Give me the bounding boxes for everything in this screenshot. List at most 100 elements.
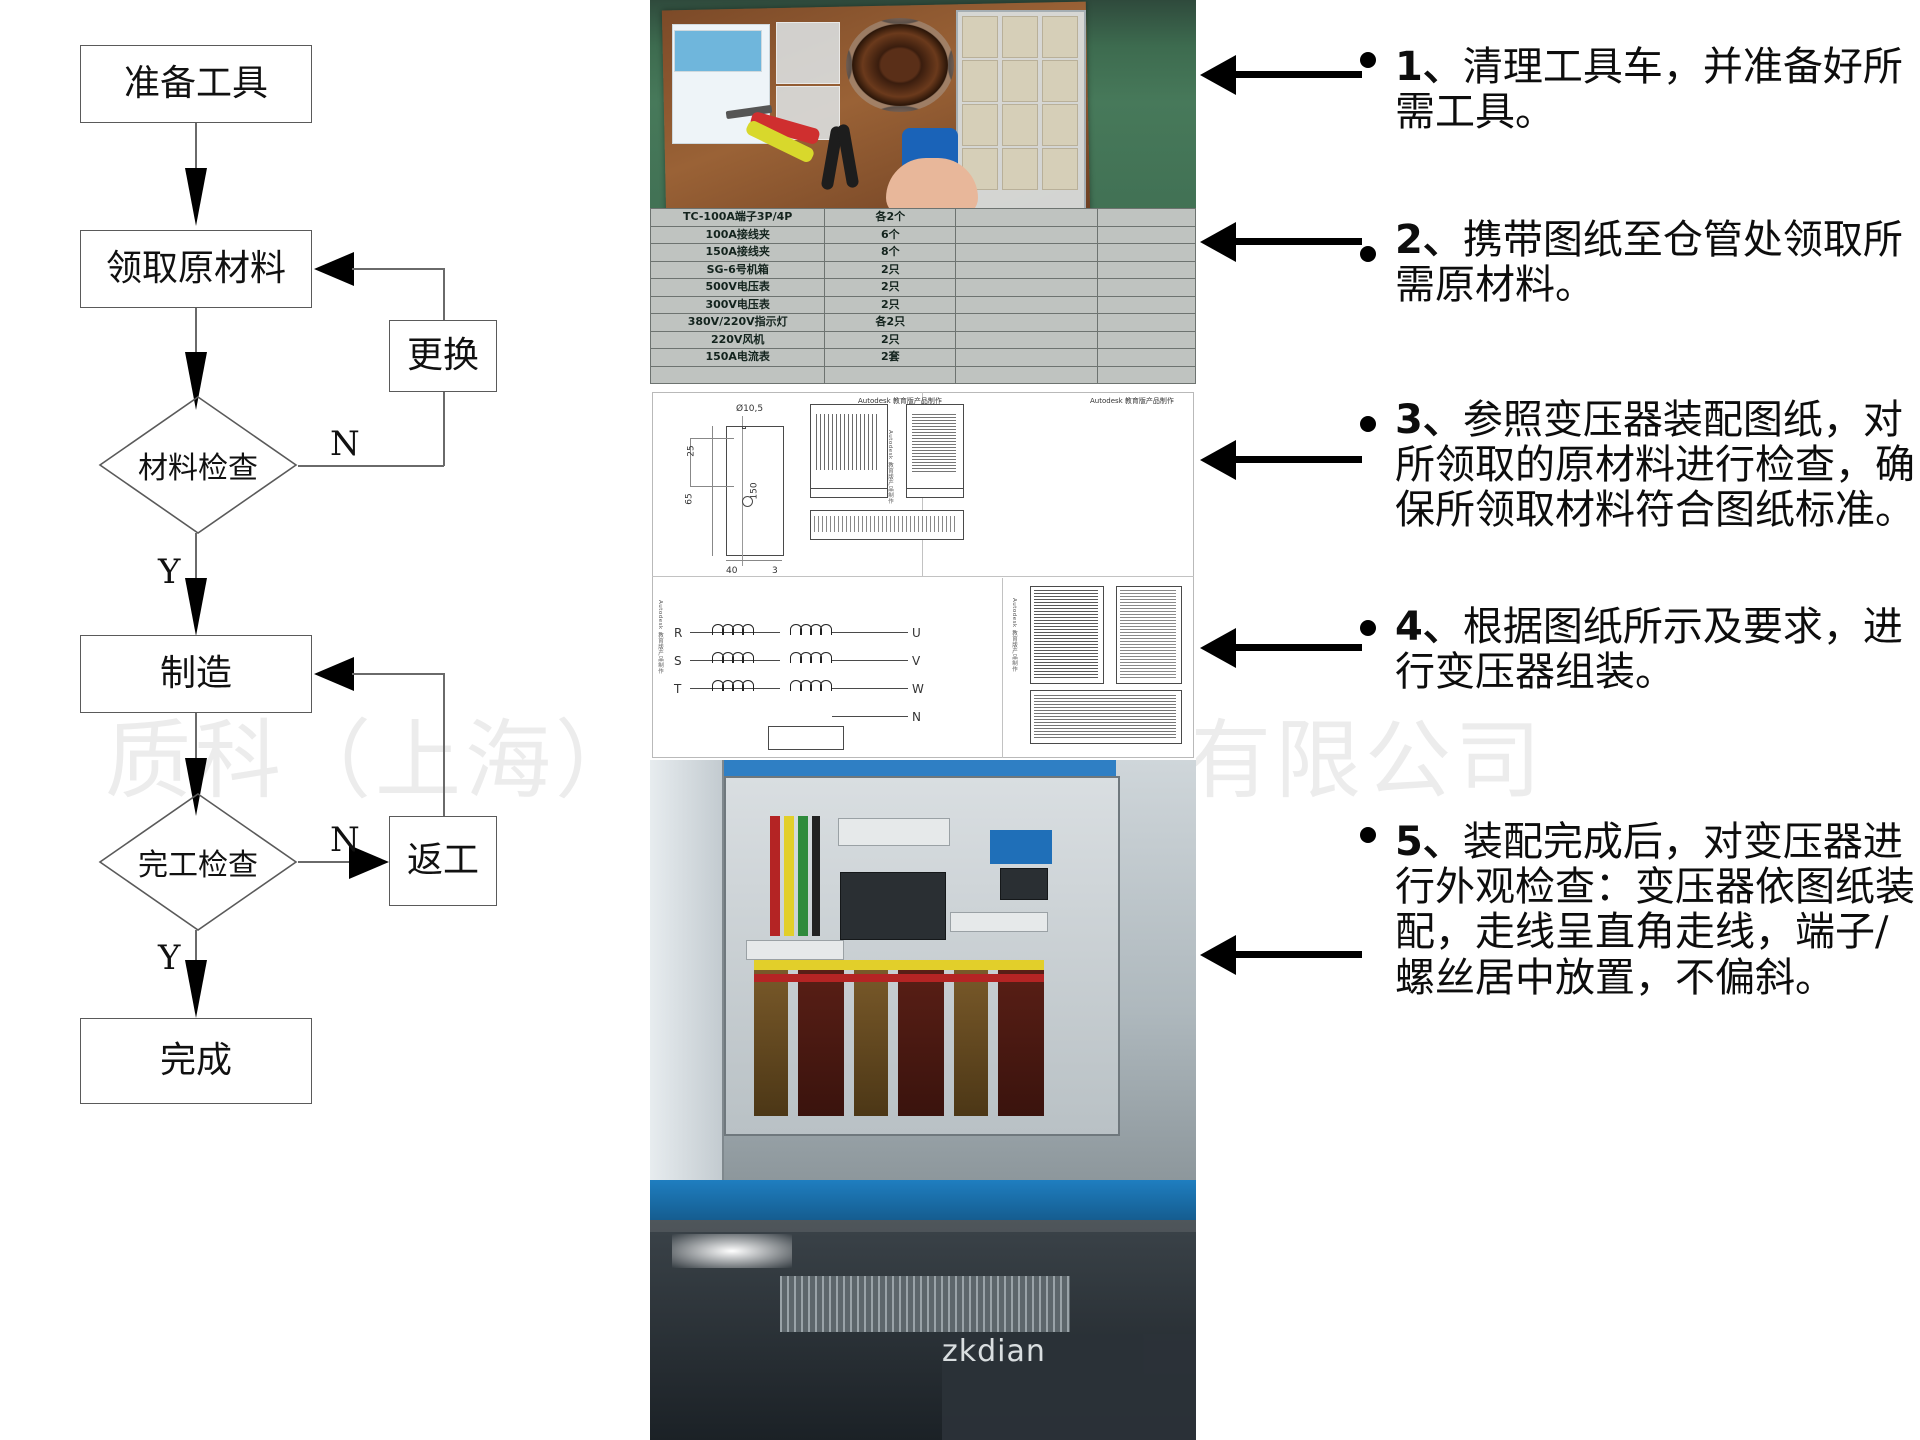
process-flowchart: 准备工具 领取原材料 更换 N 材料检查 [0, 0, 640, 1440]
hand [886, 158, 978, 216]
pointer-arrow-5 [1200, 827, 1390, 975]
edge-replace-to-collect-h [352, 268, 444, 270]
material-item-blank-2 [1096, 348, 1196, 367]
drawing-autodesk-note-right: Autodesk 教育版产品制作 [1011, 598, 1017, 672]
material-item-blank-row [1096, 365, 1196, 384]
schematic-label-n: N [912, 710, 921, 724]
flow-node-complete[interactable]: 完成 [80, 1018, 312, 1104]
instruction-step-3: 3、参照变压器装配图纸，对所领取的原材料进行检查，确保所领取材料符合图纸标准。 [1395, 397, 1915, 534]
material-item-name: 150A电流表 [650, 348, 826, 367]
terminal-row-right [950, 912, 1048, 932]
material-item-name: 500V电压表 [650, 278, 826, 297]
instruction-step-1-index: 1、 [1395, 44, 1463, 90]
contactor-right [1000, 868, 1048, 900]
instruction-step-3-text: 参照变压器装配图纸，对所领取的原材料进行检查，确保所领取材料符合图纸标准。 [1395, 397, 1915, 534]
edge-collect-to-matcheck [195, 308, 197, 360]
instruction-step-4-text: 根据图纸所示及要求，进行变压器组装。 [1395, 604, 1903, 696]
material-item-qty: 各2个 [824, 208, 957, 227]
material-item-qty: 2只 [824, 260, 957, 279]
material-item-blank-1 [955, 313, 1098, 332]
instruction-step-2: 2、携带图纸至仓管处领取所需原材料。 [1395, 217, 1915, 308]
transformer-coil-1 [798, 966, 844, 1116]
schematic-label-s: S [674, 654, 682, 668]
material-item-name: SG-6号机箱 [650, 260, 826, 279]
arrowhead-finishcheck-to-complete [185, 960, 207, 1018]
reflected-terminal-strip [780, 1276, 1070, 1332]
drawing-plate [726, 426, 784, 556]
flow-node-rework[interactable]: 返工 [389, 816, 497, 906]
branch-label-finish-check-no: N [330, 820, 360, 860]
material-item-blank-2 [1096, 330, 1196, 349]
flow-node-complete-label: 完成 [159, 1040, 232, 1081]
material-item-blank-1 [955, 208, 1098, 227]
flow-node-collect-materials-label: 领取原材料 [105, 248, 286, 289]
arrowhead-finishcheck-to-rework [349, 845, 389, 879]
material-item-blank-1 [955, 260, 1098, 279]
material-item-qty: 各2只 [824, 313, 957, 332]
material-item-blank-2 [1096, 243, 1196, 262]
schematic-label-t: T [674, 682, 682, 696]
flow-node-manufacture[interactable]: 制造 [80, 635, 312, 713]
instruction-step-3-index: 3、 [1395, 397, 1463, 443]
yellow-wire-group [784, 816, 794, 936]
transformer-coil-3 [998, 966, 1044, 1116]
material-item-name: TC-100A端子3P/4P [650, 208, 826, 227]
red-wire-group [770, 816, 780, 936]
drawing-dim-40: 40 [726, 566, 738, 576]
drawing-dim-3: 3 [772, 566, 778, 576]
flow-node-manufacture-label: 制造 [159, 653, 232, 694]
instruction-step-5-text: 装配完成后，对变压器进行外观检查：变压器依图纸装配，走线呈直角走线，端子/螺丝居… [1395, 819, 1915, 1001]
drawing-autodesk-note-top: Autodesk 教育版产品制作 [858, 397, 942, 405]
material-item-blank-row [824, 365, 957, 384]
flow-node-prepare-tools-label: 准备工具 [123, 63, 268, 104]
drawing-autodesk-note-left: Autodesk 教育版产品制作 [657, 600, 663, 674]
drawing-autodesk-note-mid: Autodesk 教育版产品制作 [887, 430, 893, 504]
edge-matcheck-to-replace-v [443, 392, 445, 466]
material-item-blank-2 [1096, 260, 1196, 279]
material-item-qty: 2只 [824, 278, 957, 297]
material-item-name: 220V风机 [650, 330, 826, 349]
material-item-qty: 2套 [824, 348, 957, 367]
photo-watermark-zkdian: zkdian [942, 1334, 1196, 1440]
flow-node-prepare-tools[interactable]: 准备工具 [80, 45, 312, 123]
cabinet-shelf [650, 1180, 1196, 1220]
material-item-blank-1 [955, 295, 1098, 314]
instruction-step-2-index: 2、 [1395, 217, 1463, 263]
instruction-step-1: 1、清理工具车，并准备好所需工具。 [1395, 44, 1915, 136]
drawing-dim-dia: Ø10,5 [736, 404, 764, 414]
material-item-blank-1 [955, 348, 1098, 367]
material-item-qty: 8个 [824, 243, 957, 262]
material-item-name: 100A接线夹 [650, 225, 826, 244]
material-item-blank-2 [1096, 208, 1196, 227]
instruction-step-4: 4、根据图纸所示及要求，进行变压器组装。 [1395, 604, 1915, 696]
schematic-label-u: U [912, 626, 921, 640]
green-wire-group [798, 816, 808, 936]
transformer-coil-2 [898, 966, 944, 1116]
flow-node-collect-materials[interactable]: 领取原材料 [80, 230, 312, 308]
arrowhead-rework-to-manufacture [314, 657, 354, 691]
material-item-qty: 6个 [824, 225, 957, 244]
flow-node-material-check-label: 材料检查 [138, 451, 258, 486]
cabinet-top-trim [724, 760, 1116, 776]
terminal-block-top [838, 818, 950, 846]
material-item-blank-row [650, 365, 826, 384]
arrowhead-collect-to-matcheck [185, 352, 207, 410]
flow-node-material-check[interactable]: 材料检查 [98, 395, 298, 535]
branch-label-finish-check-yes: Y [158, 938, 181, 978]
material-item-name: 150A接线夹 [650, 243, 826, 262]
pointer-arrow-1 [1200, 52, 1390, 95]
wire-coil [846, 18, 954, 112]
flow-node-finish-check[interactable]: 完工检查 [98, 792, 298, 932]
arrowhead-manufacture-to-finishcheck [185, 758, 207, 816]
schematic-label-v: V [912, 654, 921, 668]
edge-finishcheck-to-rework [298, 861, 382, 863]
flow-node-replace[interactable]: 更换 [389, 320, 497, 392]
flow-node-rework-label: 返工 [406, 840, 479, 881]
drawing-autodesk-note-top2: Autodesk 教育版产品制作 [1090, 397, 1174, 405]
instruction-step-1-text: 清理工具车，并准备好所需工具。 [1395, 44, 1903, 136]
